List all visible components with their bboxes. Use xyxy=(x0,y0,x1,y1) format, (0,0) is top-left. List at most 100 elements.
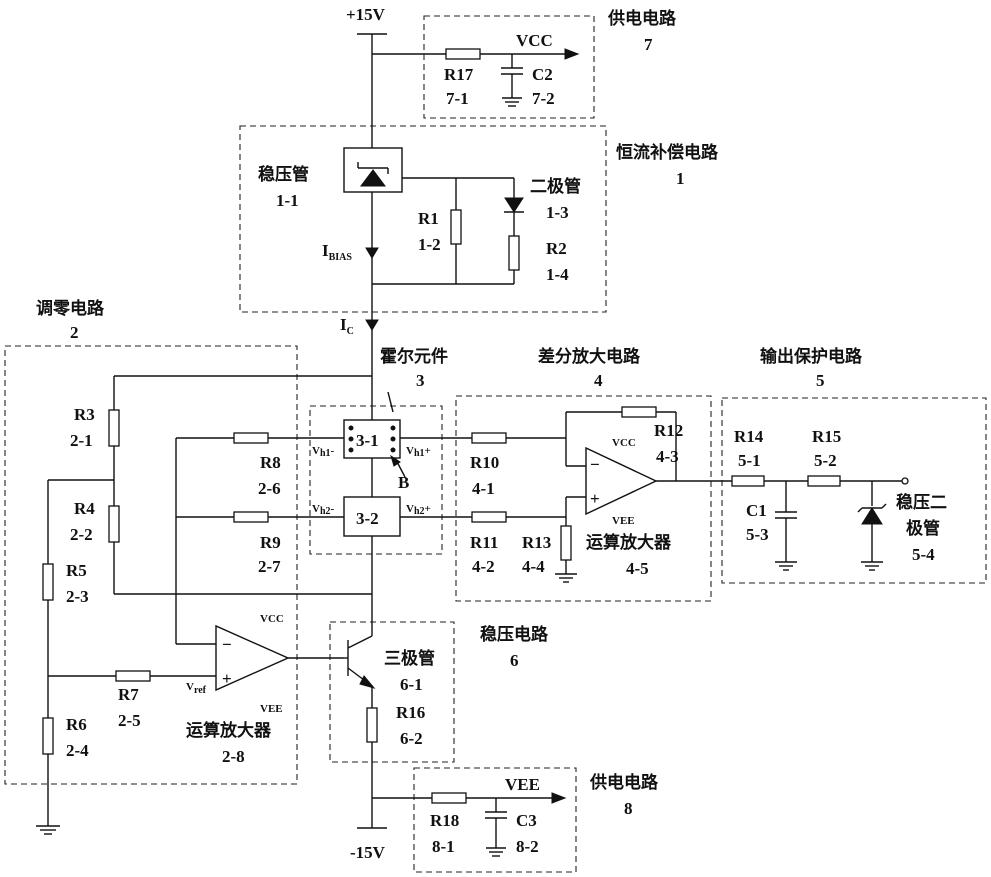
vee-bottom-label: VEE xyxy=(505,775,540,794)
zener-5-4-name-1: 稳压二 xyxy=(896,492,947,513)
opamp-2-8-plus: + xyxy=(222,669,232,688)
block-out-protect-title: 输出保护电路 xyxy=(760,346,863,367)
r7-name: R7 xyxy=(118,685,139,704)
block-supply-bottom-num: 8 xyxy=(624,799,633,818)
opamp-4-5-minus: − xyxy=(590,455,600,474)
vh1-plus-label: Vh1+ xyxy=(406,445,431,459)
r3-resistor xyxy=(108,409,120,447)
diode-1-3-name: 二极管 xyxy=(530,176,581,197)
block-zero-adj-num: 2 xyxy=(70,323,79,342)
diode-icon xyxy=(504,197,524,213)
hall-3-1-id: 3-1 xyxy=(356,431,379,450)
zero-adj-wiring xyxy=(36,375,372,835)
opamp-4-5 xyxy=(585,446,658,516)
r6-resistor xyxy=(42,717,54,755)
opamp-4-5-vee: VEE xyxy=(612,515,635,527)
opamp-4-5-id: 4-5 xyxy=(626,559,649,578)
c3-name: C3 xyxy=(516,811,537,830)
c2-id: 7-2 xyxy=(532,89,555,108)
r15-id: 5-2 xyxy=(814,451,837,470)
r5-id: 2-3 xyxy=(66,587,89,606)
r12-name: R12 xyxy=(654,421,683,440)
block-out-protect-num: 5 xyxy=(816,371,825,390)
r7-id: 2-5 xyxy=(118,711,141,730)
r3-id: 2-1 xyxy=(70,431,93,450)
block-diff-amp-title: 差分放大电路 xyxy=(538,346,641,367)
r10-id: 4-1 xyxy=(472,479,495,498)
opamp-4-5-plus: + xyxy=(590,489,600,508)
block-supply-top-outline xyxy=(423,15,595,119)
r16-resistor xyxy=(366,707,378,743)
r8-resistor xyxy=(233,432,269,444)
vref-label: Vref xyxy=(186,681,207,696)
block-out-protect-outline xyxy=(721,397,987,584)
ic-label: IC xyxy=(340,315,354,337)
rail-neg-label: -15V xyxy=(350,843,386,862)
r1-id: 1-2 xyxy=(418,235,441,254)
supply-bottom-wiring xyxy=(372,792,567,857)
out-protect-wiring xyxy=(731,475,909,571)
c3-id: 8-2 xyxy=(516,837,539,856)
block-zero-adj-outline xyxy=(4,345,298,785)
hall-pointer xyxy=(387,391,394,413)
r17-id: 7-1 xyxy=(446,89,469,108)
b-field-label: B xyxy=(398,473,409,492)
vcc-top-label: VCC xyxy=(516,31,553,50)
block-const-current-title: 恒流补偿电路 xyxy=(616,142,719,163)
zener-1-1-id: 1-1 xyxy=(276,191,299,210)
r14-name: R14 xyxy=(734,427,764,446)
r18-name: R18 xyxy=(430,811,459,830)
r10-name: R10 xyxy=(470,453,499,472)
r9-name: R9 xyxy=(260,533,281,552)
opamp-4-5-name: 运算放大器 xyxy=(586,532,672,553)
block-supply-bottom-title: 供电电路 xyxy=(589,772,659,793)
regulator-wiring xyxy=(344,635,378,743)
r18-resistor xyxy=(431,792,467,804)
opamp-2-8-vee: VEE xyxy=(260,703,283,715)
rail-pos-label: +15V xyxy=(346,5,386,24)
zener-5-4-id: 5-4 xyxy=(912,545,935,564)
r17-name: R17 xyxy=(444,65,474,84)
supply-top-wiring xyxy=(372,48,580,107)
vh2-plus-label: Vh2+ xyxy=(406,503,431,517)
opamp-2-8-id: 2-8 xyxy=(222,747,245,766)
r15-resistor xyxy=(807,475,841,487)
zener-5-4-name-2: 极管 xyxy=(906,518,940,539)
opamp-2-8 xyxy=(215,624,290,692)
r5-name: R5 xyxy=(66,561,87,580)
zener-diode-icon xyxy=(360,169,386,187)
r4-name: R4 xyxy=(74,499,95,518)
zener-diode-icon xyxy=(861,507,883,525)
r12-id: 4-3 xyxy=(656,447,679,466)
c1-id: 5-3 xyxy=(746,525,769,544)
opamp-4-5-vcc: VCC xyxy=(612,437,636,449)
r9-resistor xyxy=(233,511,269,523)
r18-id: 8-1 xyxy=(432,837,455,856)
r13-id: 4-4 xyxy=(522,557,545,576)
r2-id: 1-4 xyxy=(546,265,569,284)
r15-name: R15 xyxy=(812,427,841,446)
r11-name: R11 xyxy=(470,533,498,552)
block-hall-outline xyxy=(309,405,443,555)
block-regulator-outline xyxy=(329,621,455,763)
block-hall-num: 3 xyxy=(416,371,425,390)
ibias-label: IBIAS xyxy=(322,241,352,263)
r5-resistor xyxy=(42,563,54,601)
block-hall-title: 霍尔元件 xyxy=(380,346,448,367)
const-current-wiring xyxy=(343,147,524,285)
opamp-2-8-vcc: VCC xyxy=(260,613,284,625)
block-const-current-num: 1 xyxy=(676,169,685,188)
r8-name: R8 xyxy=(260,453,281,472)
block-const-current-outline xyxy=(239,125,607,313)
transistor-6-1-name: 三极管 xyxy=(384,648,435,669)
r16-id: 6-2 xyxy=(400,729,423,748)
transistor-6-1-id: 6-1 xyxy=(400,675,423,694)
hall-element xyxy=(343,391,406,537)
block-supply-top-num: 7 xyxy=(644,35,653,54)
block-diff-amp-num: 4 xyxy=(594,371,603,390)
r1-name: R1 xyxy=(418,209,439,228)
r2-resistor xyxy=(508,235,520,271)
c1-name: C1 xyxy=(746,501,767,520)
output-terminal xyxy=(901,477,909,485)
